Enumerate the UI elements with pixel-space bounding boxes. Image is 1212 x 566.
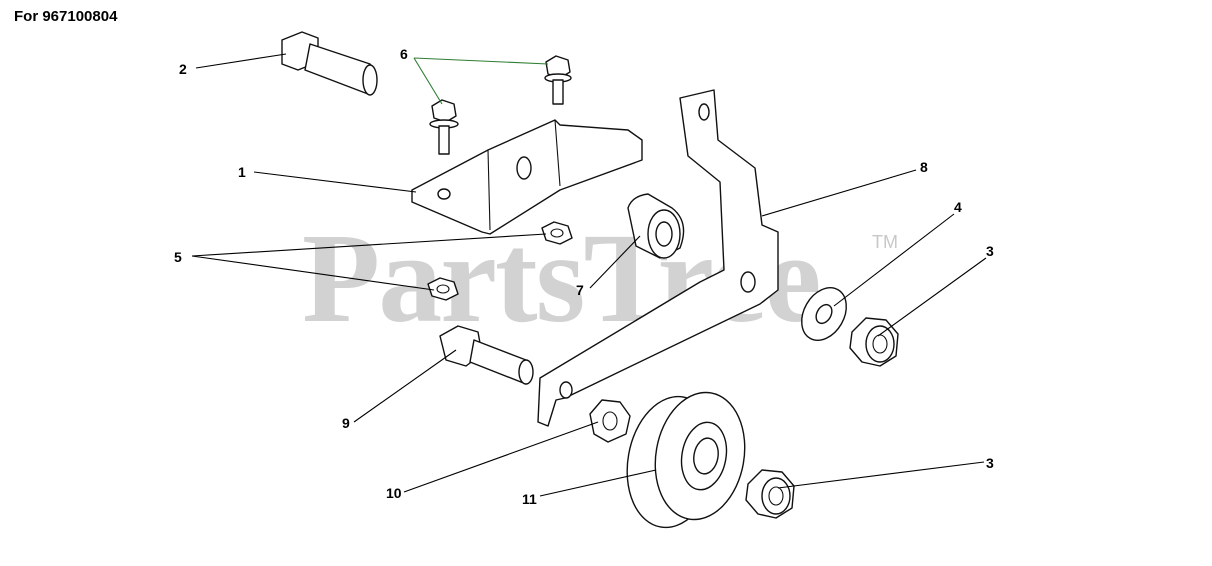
part-5-nut-b[interactable]: [427, 277, 459, 301]
part-5-nut-a[interactable]: [541, 221, 573, 245]
part-6-flange-bolt-b[interactable]: [429, 99, 459, 155]
callout-10[interactable]: 10: [386, 485, 402, 501]
callout-3-upper[interactable]: 3: [986, 243, 994, 259]
part-6-flange-bolt-a[interactable]: [544, 55, 572, 105]
trademark-mark: TM: [872, 232, 898, 252]
callout-9[interactable]: 9: [342, 415, 350, 431]
callout-8[interactable]: 8: [920, 159, 928, 175]
callout-2[interactable]: 2: [179, 61, 187, 77]
part-4-washer[interactable]: [793, 280, 856, 348]
callout-6[interactable]: 6: [400, 46, 408, 62]
page-title: For 967100804: [14, 8, 118, 25]
part-3-lock-nut-upper[interactable]: [849, 317, 899, 367]
part-3-lock-nut-lower[interactable]: [745, 469, 795, 519]
callout-5[interactable]: 5: [174, 249, 182, 265]
callout-11[interactable]: 11: [522, 491, 537, 507]
part-11-idler-pulley[interactable]: [617, 385, 754, 534]
part-8-idler-arm[interactable]: [537, 89, 779, 427]
part-1-bracket[interactable]: [411, 119, 643, 235]
part-2-bolt[interactable]: [281, 31, 378, 96]
callout-1[interactable]: 1: [238, 164, 246, 180]
part-10-nut[interactable]: [589, 399, 631, 443]
leader-lines: [191, 53, 987, 497]
part-7-spacer[interactable]: [627, 193, 685, 259]
part-9-bolt[interactable]: [439, 325, 534, 385]
callout-3-lower[interactable]: 3: [986, 455, 994, 471]
callout-7[interactable]: 7: [576, 282, 584, 298]
callout-4[interactable]: 4: [954, 199, 962, 215]
